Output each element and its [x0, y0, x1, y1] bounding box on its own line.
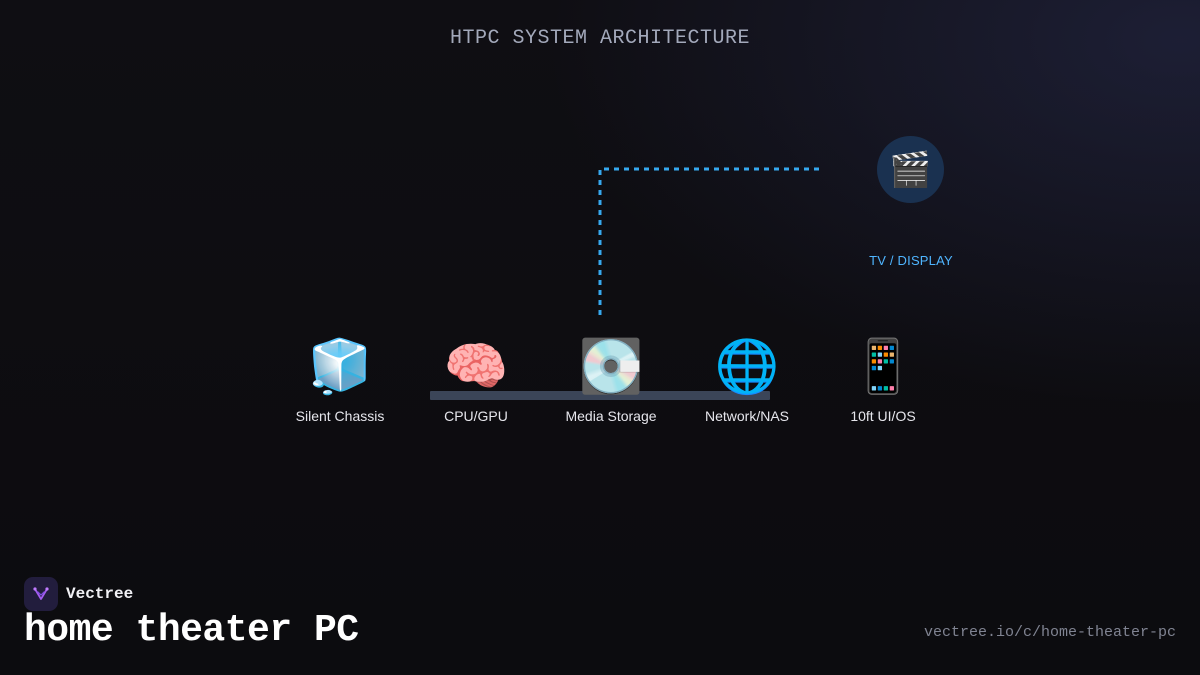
node-label: Network/NAS: [704, 408, 790, 424]
page-title: home theater PC: [24, 609, 359, 652]
node-network-nas[interactable]: 🌐 Network/NAS: [679, 335, 815, 424]
node-media-storage[interactable]: 💽 Media Storage: [543, 335, 679, 424]
node-label: Silent Chassis: [295, 408, 385, 424]
node-label: 10ft UI/OS: [850, 408, 916, 424]
brand: Vectree: [24, 577, 133, 611]
page-url[interactable]: vectree.io/c/home-theater-pc: [923, 624, 1176, 641]
mobile-phone-icon: 📱: [850, 337, 916, 397]
diagram-title: HTPC SYSTEM ARCHITECTURE: [449, 27, 751, 50]
dotted-connector-to-display: [598, 167, 820, 315]
ice-cube-icon: 🧊: [307, 337, 373, 397]
node-label: CPU/GPU: [444, 408, 508, 424]
vectree-logo-icon: [24, 577, 58, 611]
node-silent-chassis[interactable]: 🧊 Silent Chassis: [272, 335, 408, 424]
display-target-label: TV / DISPLAY: [869, 253, 953, 268]
display-target[interactable]: 🎬: [877, 136, 944, 203]
node-label: Media Storage: [565, 408, 657, 424]
clapperboard-icon: 🎬: [889, 149, 932, 190]
system-bus: [430, 391, 770, 400]
brand-name: Vectree: [66, 585, 134, 603]
node-10ft-ui-os[interactable]: 📱 10ft UI/OS: [815, 335, 951, 424]
disk-icon: 💽: [578, 337, 644, 397]
globe-icon: 🌐: [714, 337, 780, 397]
brain-icon: 🧠: [443, 337, 509, 397]
node-cpu-gpu[interactable]: 🧠 CPU/GPU: [408, 335, 544, 424]
